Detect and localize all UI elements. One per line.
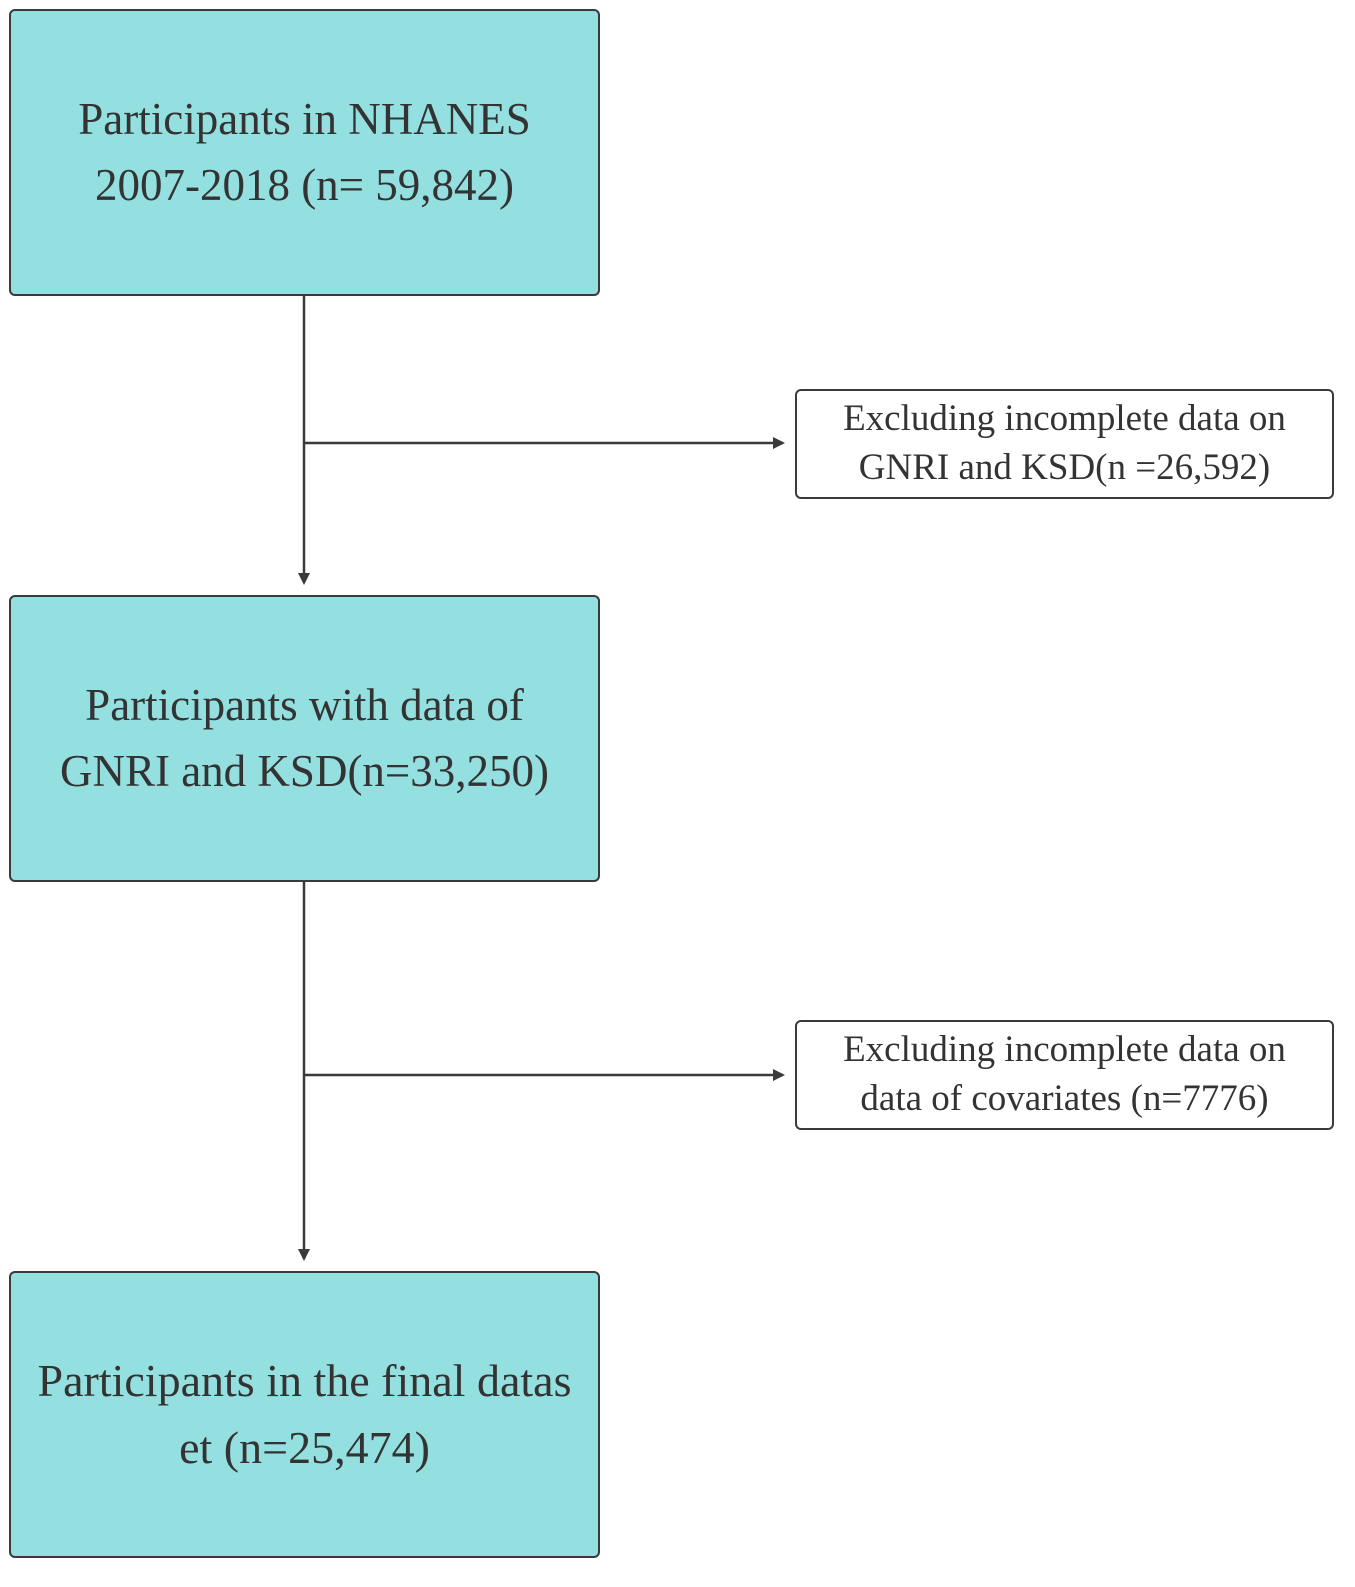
exclusion-box-label: Excluding incomplete data on data of cov…: [843, 1029, 1286, 1119]
exclusion-box-covariates: Excluding incomplete data on data of cov…: [795, 1020, 1334, 1130]
exclusion-box-label: Excluding incomplete data on GNRI and KS…: [843, 398, 1286, 488]
flow-box-label: Participants in NHANES 2007-2018 (n= 59,…: [78, 94, 531, 210]
flow-box-label: Participants with data of GNRI and KSD(n…: [59, 680, 550, 796]
flow-box-label: Participants in the final datas et (n=25…: [37, 1354, 572, 1473]
flow-box-final-dataset: Participants in the final datas et (n=25…: [9, 1271, 600, 1558]
exclusion-box-gnri-ksd: Excluding incomplete data on GNRI and KS…: [795, 389, 1334, 499]
flow-box-initial-participants: Participants in NHANES 2007-2018 (n= 59,…: [9, 9, 600, 296]
flow-box-participants-with-data: Participants with data of GNRI and KSD(n…: [9, 595, 600, 882]
